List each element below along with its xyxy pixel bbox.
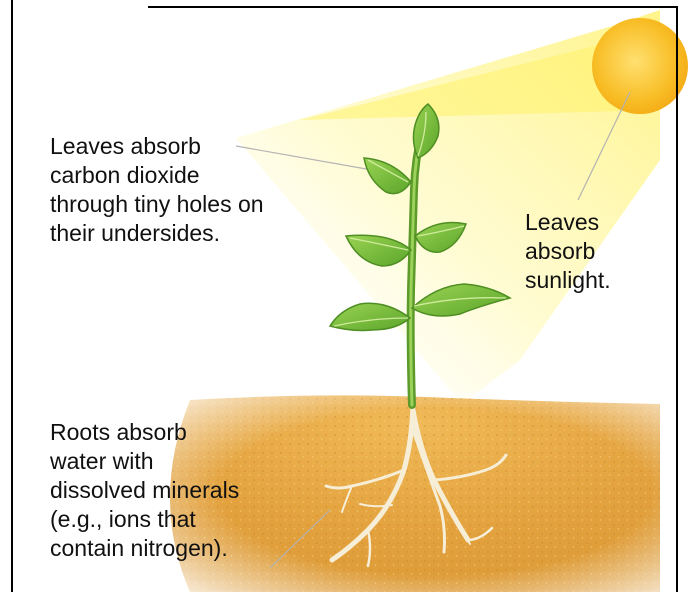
label-leaves-sunlight: Leaves absorb sunlight. [525, 208, 611, 295]
frame-border-top [148, 6, 678, 8]
frame-border-left [11, 0, 13, 592]
label-roots-water: Roots absorb water with dissolved minera… [50, 418, 239, 563]
sun-icon [592, 18, 688, 114]
label-leaves-carbon-dioxide: Leaves absorb carbon dioxide through tin… [50, 132, 264, 248]
frame-border-right [676, 6, 678, 592]
